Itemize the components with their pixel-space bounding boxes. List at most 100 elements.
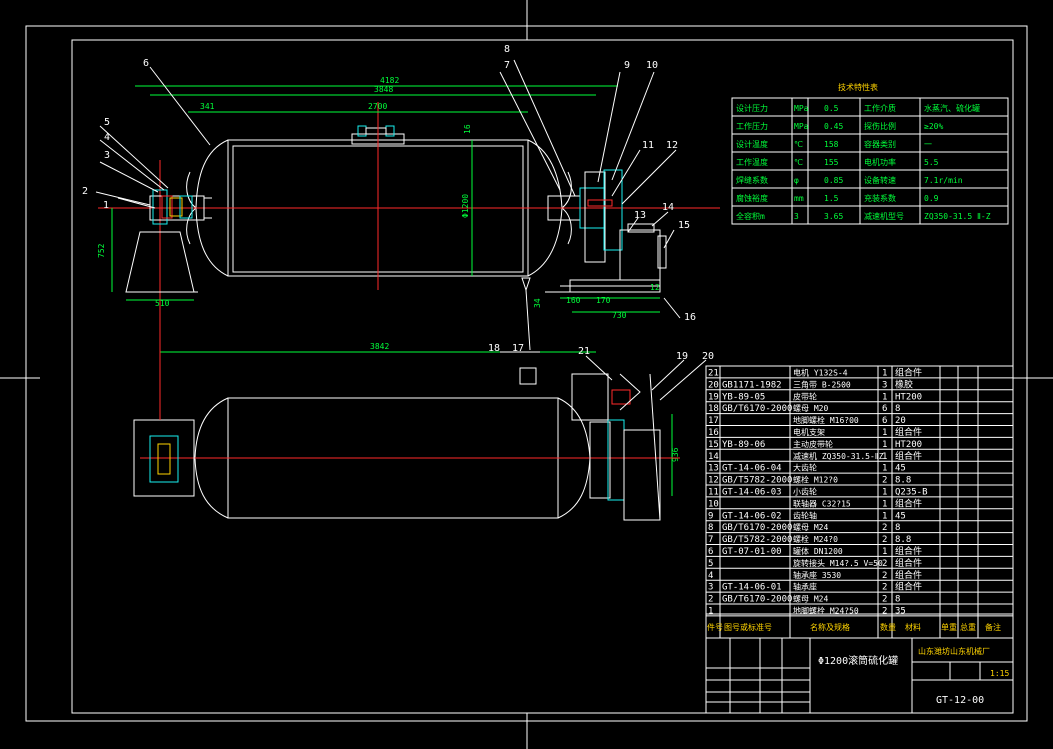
bom-row-name: 皮带轮	[793, 391, 817, 401]
bom-row-qty: 2	[882, 571, 887, 581]
bom-row-name: 螺母 M24	[793, 594, 828, 604]
company-name: 山东潍坊山东机械厂	[918, 646, 990, 656]
bom-row-name: 轴承座 3530	[793, 570, 841, 580]
bom-row-code: GB/T6170-2000	[722, 523, 792, 533]
tech-row-value2: 水蒸汽、硫化罐	[924, 103, 980, 113]
bom-row-name: 减速机 ZQ350-31.5-ⅡZ	[793, 451, 884, 461]
tech-row-label2: 减速机型号	[864, 211, 904, 221]
bom-row-name: 齿轮轴	[793, 510, 817, 520]
bom-header-material: 材料	[905, 622, 921, 632]
balloon-18: 18	[488, 343, 500, 354]
bom-row-no: 18	[708, 404, 719, 414]
bom-header-no: 件号	[707, 622, 723, 632]
bom-row-name: 三角带 B-2500	[793, 379, 851, 389]
bom-row-qty: 1	[882, 452, 887, 462]
bom-row-material: 组合件	[895, 497, 922, 509]
bom-row-name: 小齿轮	[793, 487, 817, 497]
dim-diameter: Φ1200	[461, 194, 470, 218]
dim-height: 752	[97, 243, 106, 258]
bom-row-no: 5	[708, 559, 713, 569]
tech-row-label2: 设备转速	[864, 175, 896, 185]
tech-row-label2: 容器类别	[864, 139, 896, 149]
tech-row-value: 0.85	[824, 176, 843, 185]
bom-row-no: 4	[708, 571, 713, 581]
bom-row-name: 电机支架	[793, 427, 825, 437]
bom-row-name: 螺栓 M24?0	[793, 534, 838, 544]
bom-row-no: 10	[708, 499, 719, 509]
bom-row-qty: 2	[882, 523, 887, 533]
bom-row-material: 组合件	[895, 426, 922, 438]
bom-row-no: 13	[708, 464, 719, 474]
tech-row-value2: 5.5	[924, 158, 939, 167]
bom-row-qty: 2	[882, 559, 887, 569]
dim-span: 3848	[374, 85, 393, 94]
dim-motor-a: 160	[566, 296, 581, 305]
bom-row-name: 联轴器 C32?15	[793, 498, 851, 508]
bom-row-material: 8.8	[895, 476, 911, 486]
tech-row-unit: ℃	[794, 140, 803, 149]
bom-row-name: 轴承座	[793, 582, 817, 592]
bom-row-no: 12	[708, 476, 719, 486]
balloon-1: 1	[103, 200, 109, 211]
bom-header-unit-weight: 单重	[941, 622, 957, 632]
tech-row-value2: ZQ350-31.5 Ⅱ-Z	[924, 212, 991, 221]
bom-header-code: 图号或标准号	[724, 622, 772, 632]
bom-row-name: 地脚螺栓 M24?50	[793, 606, 859, 616]
balloons: 1 2 3 4 5 6 7 8 9 10 11 12 13 14 15 16 1…	[82, 44, 714, 401]
bom-row-no: 14	[708, 452, 719, 462]
bom-row-material: 20	[895, 416, 906, 426]
balloon-16: 16	[684, 312, 696, 323]
bom-row-material: 8	[895, 523, 900, 533]
bom-row-name: 地脚螺栓 M16?00	[793, 415, 859, 425]
bom-row-no: 19	[708, 392, 719, 402]
bom-row-no: 3	[708, 583, 713, 593]
balloon-2: 2	[82, 186, 88, 197]
balloon-20: 20	[702, 351, 714, 362]
bom-row-no: 15	[708, 440, 719, 450]
bom-row-material: 35	[895, 607, 906, 617]
bom-row-name: 大齿轮	[793, 463, 817, 473]
tech-row-unit: mm	[794, 194, 804, 203]
balloon-15: 15	[678, 220, 690, 231]
bom-row-code: GT-14-06-03	[722, 488, 782, 498]
tech-row-value: 3.65	[824, 212, 843, 221]
tech-table-title: 技术特性表	[838, 82, 878, 92]
bom-row-name: 电机 Y132S-4	[793, 368, 848, 378]
tech-row-value: 0.45	[824, 122, 843, 131]
front-view	[98, 102, 720, 300]
balloon-7: 7	[504, 60, 510, 71]
tech-row-label2: 充装系数	[864, 193, 896, 203]
bom-row-qty: 2	[882, 535, 887, 545]
drawing-title: Φ1200滚筒硫化罐	[818, 654, 898, 667]
balloon-9: 9	[624, 60, 630, 71]
tech-row-label: 工作压力	[736, 121, 768, 131]
bom-header-name: 名称及规格	[810, 622, 850, 632]
bom-row-material: 45	[895, 464, 906, 474]
bom-row-material: 8	[895, 595, 900, 605]
tech-row-unit: MPa	[794, 104, 809, 113]
plan-view	[133, 300, 680, 521]
balloon-14: 14	[662, 202, 674, 213]
bom-row-code: GB/T5782-2000	[722, 476, 792, 486]
bom-row-no: 11	[708, 488, 719, 498]
tech-row-unit: MPa	[794, 122, 809, 131]
dim-small-2: 12	[650, 283, 660, 292]
bom-row-material: 组合件	[895, 367, 922, 379]
bom-row-qty: 6	[882, 404, 887, 414]
bom-row-qty: 6	[882, 416, 887, 426]
bom-row-no: 6	[708, 547, 713, 557]
dim-base: 510	[155, 299, 170, 308]
balloon-4: 4	[104, 132, 110, 143]
bom-row-qty: 2	[882, 607, 887, 617]
bom-row-material: 组合件	[895, 450, 922, 462]
bom-row-material: 8	[895, 404, 900, 414]
title-block: Φ1200滚筒硫化罐 山东潍坊山东机械厂 1:15 GT-12-00	[705, 637, 1014, 714]
bom-row-material: 组合件	[895, 581, 922, 593]
dim-overall: 4182	[380, 76, 399, 85]
bom-row-no: 9	[708, 511, 713, 521]
bom-row-name: 螺母 M20	[793, 403, 828, 413]
balloon-21: 21	[578, 346, 590, 357]
tech-row-label: 设计压力	[736, 103, 768, 113]
